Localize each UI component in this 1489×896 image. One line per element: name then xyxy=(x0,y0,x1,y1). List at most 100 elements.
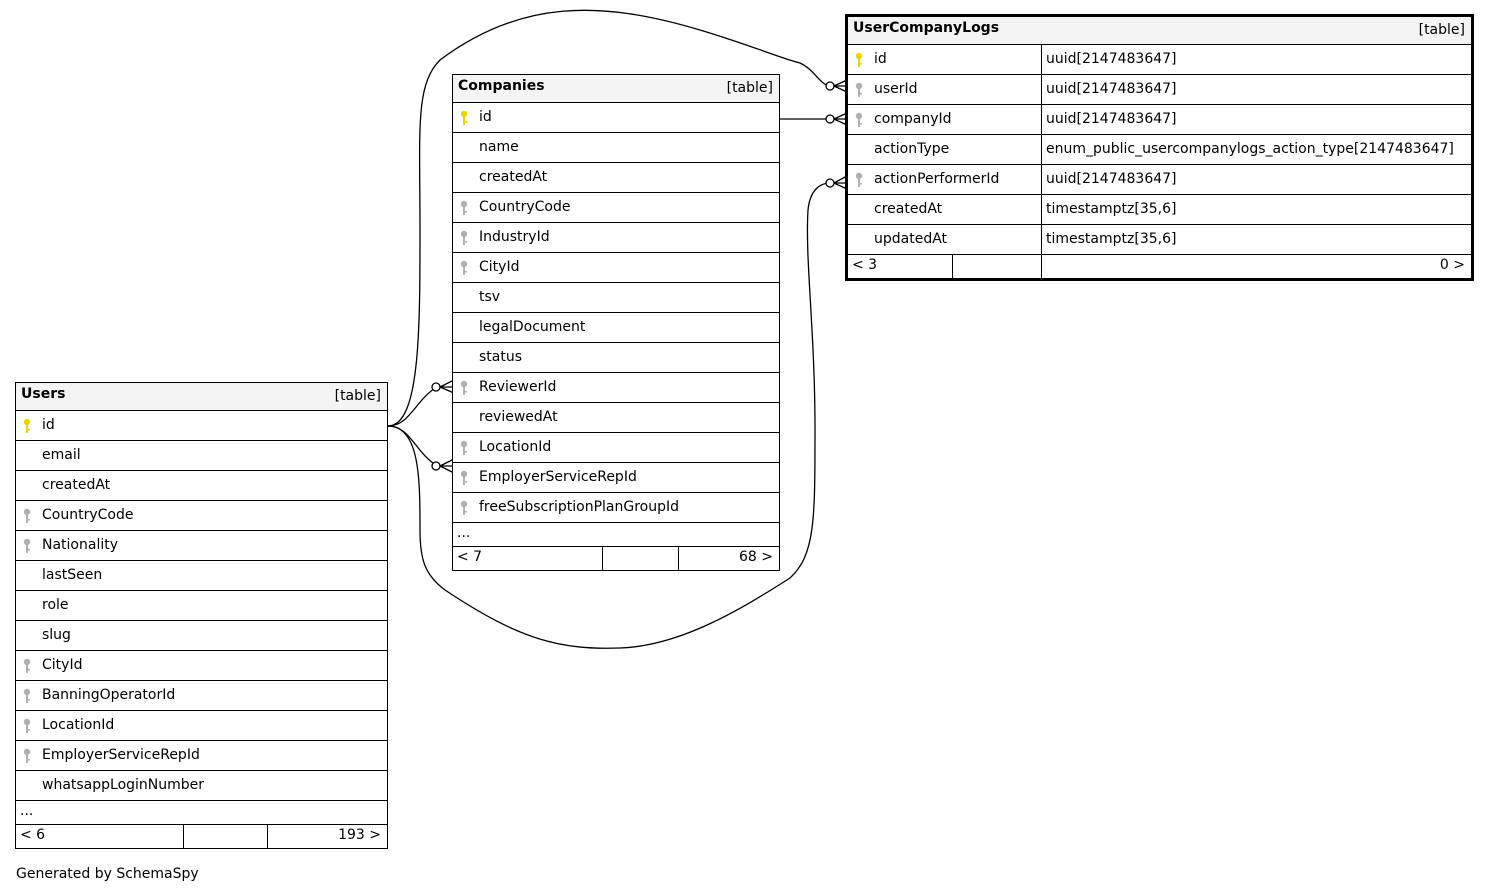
edge-marker-crowfoot xyxy=(439,458,455,474)
footer-spacer xyxy=(953,255,1042,278)
primary-key-icon xyxy=(854,52,864,68)
column-row[interactable]: actionType enum_public_usercompanylogs_ac… xyxy=(848,135,1471,165)
table-type: [table] xyxy=(1418,22,1465,38)
column-name: updatedAt xyxy=(874,231,948,247)
column-row[interactable]: Nationality xyxy=(16,531,387,561)
column-row[interactable]: createdAt timestamptz[35,6] xyxy=(848,195,1471,225)
user-company-logs-table-header[interactable]: UserCompanyLogs [table] xyxy=(848,17,1471,45)
column-name: id xyxy=(479,109,492,125)
edge-marker-circle xyxy=(825,114,835,124)
column-row[interactable]: CityId xyxy=(453,253,779,283)
column-name: companyId xyxy=(874,111,952,127)
column-row[interactable]: BanningOperatorId xyxy=(16,681,387,711)
column-name: CityId xyxy=(479,259,520,275)
children-count[interactable]: 0 > xyxy=(1439,257,1465,273)
column-type: uuid[2147483647] xyxy=(1046,171,1177,187)
foreign-key-icon xyxy=(22,508,32,524)
column-row[interactable]: status xyxy=(453,343,779,373)
column-row[interactable]: EmployerServiceRepId xyxy=(453,463,779,493)
column-name: EmployerServiceRepId xyxy=(42,747,200,763)
edge-marker-crowfoot xyxy=(833,112,848,126)
column-row[interactable]: freeSubscriptionPlanGroupId xyxy=(453,493,779,523)
foreign-key-icon xyxy=(22,658,32,674)
column-row[interactable]: ReviewerId xyxy=(453,373,779,403)
user-company-logs-table-footer: < 3 0 > xyxy=(848,255,1471,278)
children-count[interactable]: 193 > xyxy=(338,827,381,843)
users-table-footer: < 6 193 > xyxy=(16,825,387,848)
parents-count[interactable]: < 3 xyxy=(848,255,953,278)
column-name: EmployerServiceRepId xyxy=(479,469,637,485)
parents-count[interactable]: < 6 xyxy=(16,825,184,848)
foreign-key-icon xyxy=(459,200,469,216)
users-table-header[interactable]: Users [table] xyxy=(16,383,387,411)
edge-marker-crowfoot xyxy=(833,79,848,93)
column-name: name xyxy=(479,139,519,155)
column-row[interactable]: CityId xyxy=(16,651,387,681)
companies-table-header[interactable]: Companies [table] xyxy=(453,75,779,103)
column-row[interactable]: role xyxy=(16,591,387,621)
more-columns-ellipsis: ... xyxy=(16,801,387,825)
table-type: [table] xyxy=(334,388,381,404)
foreign-key-icon xyxy=(22,688,32,704)
column-name: BanningOperatorId xyxy=(42,687,176,703)
column-name: tsv xyxy=(479,289,501,305)
column-row[interactable]: email xyxy=(16,441,387,471)
column-row[interactable]: companyId uuid[2147483647] xyxy=(848,105,1471,135)
column-type: timestamptz[35,6] xyxy=(1046,201,1177,217)
column-row[interactable]: reviewedAt xyxy=(453,403,779,433)
primary-key-icon xyxy=(459,110,469,126)
column-row[interactable]: whatsappLoginNumber xyxy=(16,771,387,801)
column-name: freeSubscriptionPlanGroupId xyxy=(479,499,680,515)
column-row[interactable]: lastSeen xyxy=(16,561,387,591)
column-row[interactable]: EmployerServiceRepId xyxy=(16,741,387,771)
column-row[interactable]: LocationId xyxy=(453,433,779,463)
column-row[interactable]: name xyxy=(453,133,779,163)
foreign-key-icon xyxy=(22,538,32,554)
column-type: uuid[2147483647] xyxy=(1046,111,1177,127)
column-row[interactable]: IndustryId xyxy=(453,223,779,253)
column-name: actionType xyxy=(874,141,950,157)
edge-marker-circle xyxy=(825,81,835,91)
column-name: ReviewerId xyxy=(479,379,557,395)
column-row[interactable]: tsv xyxy=(453,283,779,313)
column-row[interactable]: id xyxy=(16,411,387,441)
column-row[interactable]: id xyxy=(453,103,779,133)
column-row[interactable]: LocationId xyxy=(16,711,387,741)
column-row[interactable]: createdAt xyxy=(453,163,779,193)
column-name: role xyxy=(42,597,69,613)
column-row[interactable]: CountryCode xyxy=(16,501,387,531)
children-count[interactable]: 68 > xyxy=(739,549,773,565)
column-row[interactable]: slug xyxy=(16,621,387,651)
more-columns-ellipsis: ... xyxy=(453,523,779,547)
column-type: enum_public_usercompanylogs_action_type[… xyxy=(1046,141,1454,157)
column-name: whatsappLoginNumber xyxy=(42,777,205,793)
foreign-key-icon xyxy=(459,380,469,396)
column-row[interactable]: createdAt xyxy=(16,471,387,501)
column-name: lastSeen xyxy=(42,567,103,583)
column-name: createdAt xyxy=(874,201,943,217)
column-name: LocationId xyxy=(42,717,115,733)
column-name: createdAt xyxy=(42,477,111,493)
primary-key-icon xyxy=(22,418,32,434)
column-row[interactable]: CountryCode xyxy=(453,193,779,223)
column-name: CityId xyxy=(42,657,83,673)
table-name: Companies xyxy=(458,78,545,94)
foreign-key-icon xyxy=(459,260,469,276)
edge-marker-crowfoot xyxy=(833,175,848,190)
column-name: legalDocument xyxy=(479,319,586,335)
parents-count[interactable]: < 7 xyxy=(453,547,603,570)
column-row[interactable]: legalDocument xyxy=(453,313,779,343)
foreign-key-icon xyxy=(459,230,469,246)
column-name: reviewedAt xyxy=(479,409,558,425)
column-name: LocationId xyxy=(479,439,552,455)
column-type: uuid[2147483647] xyxy=(1046,81,1177,97)
